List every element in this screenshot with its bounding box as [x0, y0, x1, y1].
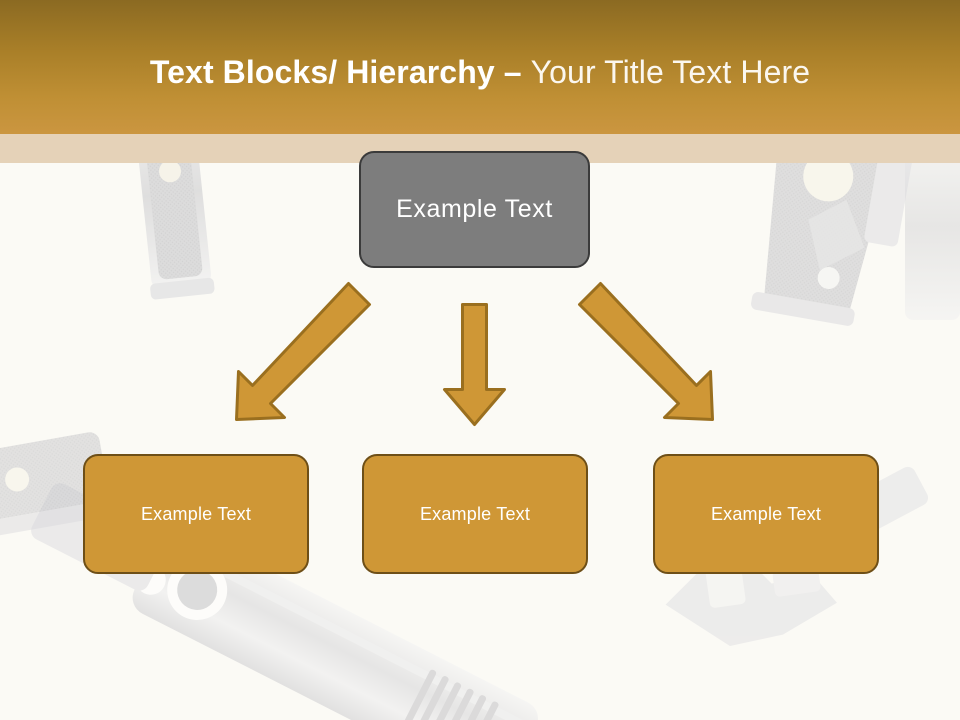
slide-header-bar: Text Blocks/ Hierarchy – Your Title Text… [0, 0, 960, 134]
page-title: Text Blocks/ Hierarchy – Your Title Text… [0, 52, 960, 92]
hierarchy-root-node[interactable]: Example Text [359, 151, 590, 268]
page-title-strong: Text Blocks/ Hierarchy [149, 54, 504, 90]
arrow-down-right-icon [578, 282, 714, 421]
arrow-down-left-icon [235, 282, 371, 421]
hierarchy-child-node-1[interactable]: Example Text [83, 454, 309, 574]
hierarchy-child-label-1: Example Text [140, 503, 252, 524]
page-title-separator: – [503, 54, 531, 90]
page-title-light: Your Title Text Here [530, 54, 811, 90]
hierarchy-child-label-3: Example Text [710, 503, 822, 524]
hierarchy-child-label-2: Example Text [419, 503, 531, 524]
hierarchy-child-node-2[interactable]: Example Text [362, 454, 588, 574]
arrow-down-icon [443, 303, 506, 426]
hierarchy-child-node-3[interactable]: Example Text [653, 454, 879, 574]
hierarchy-root-label: Example Text [396, 195, 553, 223]
